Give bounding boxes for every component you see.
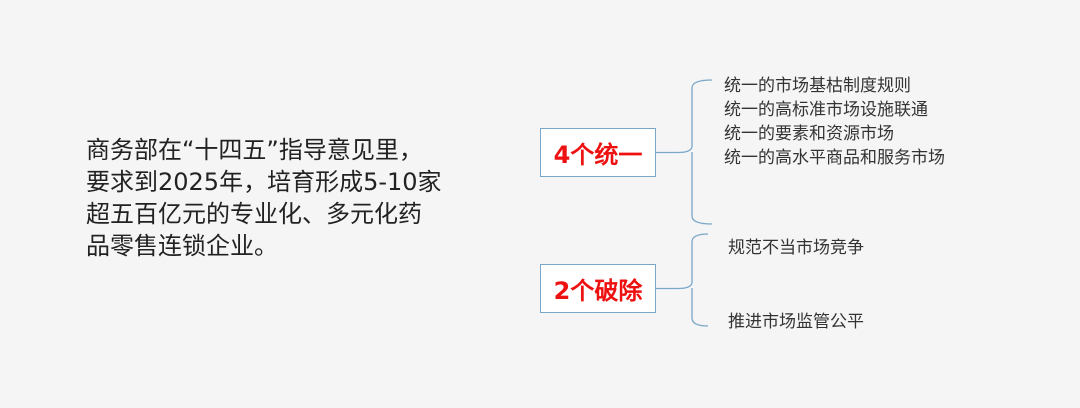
list-item: 统一的市场基枯制度规则: [724, 76, 911, 96]
unify-item-list: 统一的市场基枯制度规则 统一的高标准市场设施联通 统一的要素和资源市场 统一的高…: [724, 74, 945, 170]
intro-line: 要求到2025年，培育形成5-10家: [86, 168, 442, 196]
list-item: 统一的要素和资源市场: [724, 124, 894, 144]
list-item: 规范不当市场竞争: [728, 238, 864, 258]
brace-break: [656, 233, 709, 327]
node-two-breakings: 2个破除: [540, 264, 656, 313]
intro-line: 超五百亿元的专业化、多元化药: [86, 200, 422, 228]
intro-line: 品零售连锁企业。: [86, 232, 278, 260]
brace-unify: [656, 79, 713, 225]
list-item: 统一的高标准市场设施联通: [724, 100, 928, 120]
node-label: 4个统一: [553, 141, 643, 169]
break-item-list: 规范不当市场竞争 推进市场监管公平: [728, 236, 864, 384]
node-four-unifications: 4个统一: [540, 128, 656, 177]
intro-paragraph: 商务部在“十四五”指导意见里， 要求到2025年，培育形成5-10家 超五百亿元…: [86, 134, 506, 262]
intro-line: 商务部在“十四五”指导意见里，: [86, 136, 423, 164]
list-item: 统一的高水平商品和服务市场: [724, 148, 945, 168]
list-item: 推进市场监管公平: [728, 312, 864, 332]
node-label: 2个破除: [553, 277, 643, 305]
